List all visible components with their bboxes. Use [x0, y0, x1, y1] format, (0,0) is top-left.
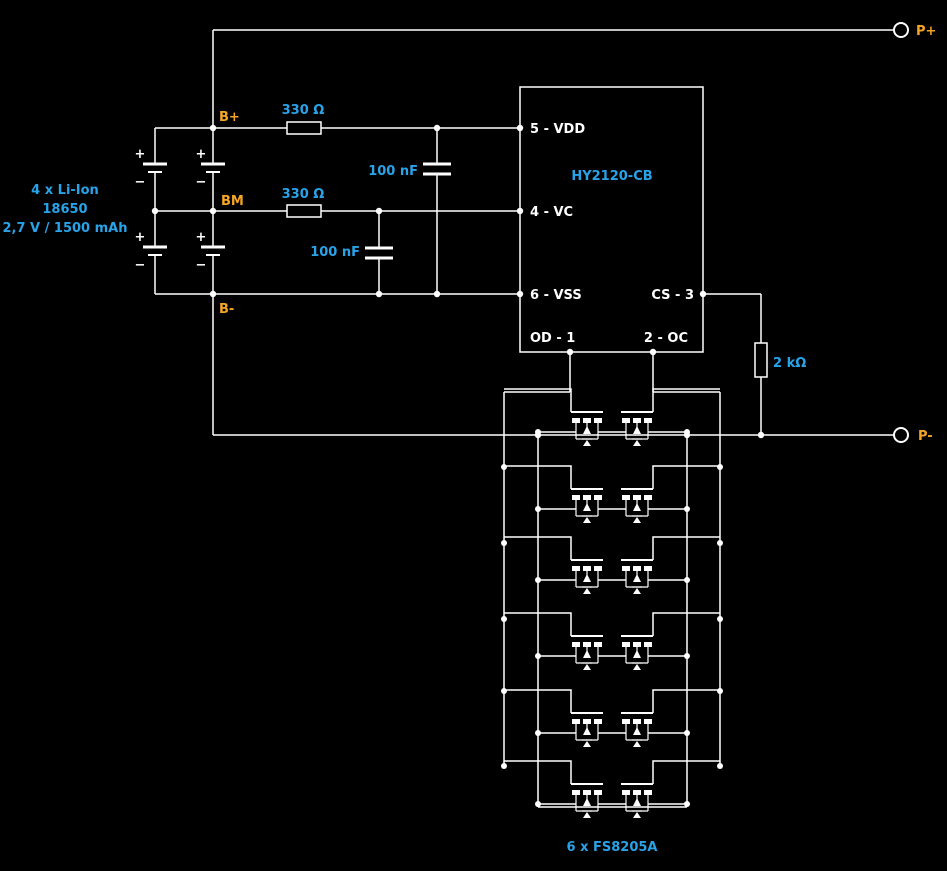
ic-pin-oc: 2 - OC	[644, 331, 688, 346]
junction-dot	[757, 431, 765, 439]
svg-text:−: −	[196, 258, 207, 273]
ic-pin-cs: CS - 3	[651, 288, 694, 303]
label-p-minus: P-	[918, 429, 933, 444]
junction-dot	[501, 540, 507, 546]
mosfet	[571, 488, 603, 523]
junction-dot	[516, 290, 524, 298]
terminal-p-plus	[893, 22, 909, 38]
junction-dots	[151, 124, 765, 807]
wires	[154, 29, 894, 807]
junction-dot	[717, 616, 723, 622]
battery-line-1: 4 x Li-Ion	[31, 183, 99, 198]
mosfet	[621, 488, 653, 523]
svg-text:+: +	[135, 147, 146, 162]
label-c2: 100 nF	[310, 245, 360, 260]
mosfet	[621, 559, 653, 594]
junction-dot	[717, 763, 723, 769]
junction-dot	[375, 207, 383, 215]
mosfet	[571, 559, 603, 594]
junction-dot	[717, 540, 723, 546]
ic-name: HY2120-CB	[571, 169, 652, 184]
mosfet	[621, 635, 653, 670]
junction-dot	[534, 431, 542, 439]
svg-text:−: −	[135, 258, 146, 273]
mosfet	[621, 712, 653, 747]
junction-dot	[516, 124, 524, 132]
mosfet	[621, 411, 653, 446]
junction-dot	[209, 207, 217, 215]
junction-dot	[375, 290, 383, 298]
battery-cell: + −	[196, 147, 225, 190]
junction-dot	[516, 207, 524, 215]
resistor-r2	[286, 204, 322, 218]
junction-dot	[535, 577, 541, 583]
battery-cells: + − + − + − + −	[135, 147, 225, 273]
junction-dot	[501, 464, 507, 470]
label-c1: 100 nF	[368, 164, 418, 179]
junction-dot	[535, 506, 541, 512]
junction-dot	[535, 653, 541, 659]
label-r1: 330 Ω	[282, 103, 325, 118]
junction-dot	[151, 207, 159, 215]
mosfet	[571, 783, 603, 818]
ic-pin-vss: 6 - VSS	[530, 288, 582, 303]
terminal-p-minus	[893, 427, 909, 443]
battery-cell: + −	[135, 147, 167, 190]
label-b-plus: B+	[219, 110, 240, 125]
svg-text:+: +	[196, 230, 207, 245]
junction-dot	[209, 290, 217, 298]
junction-dot	[684, 577, 690, 583]
ic-pin-vdd: 5 - VDD	[530, 122, 585, 137]
battery-cell: + −	[135, 230, 167, 273]
svg-text:−: −	[135, 175, 146, 190]
junction-dot	[535, 801, 541, 807]
mosfet-array	[504, 388, 720, 818]
ic-body	[519, 86, 704, 353]
junction-dot	[535, 730, 541, 736]
svg-text:−: −	[196, 175, 207, 190]
capacitor-c2	[365, 246, 393, 260]
junction-dot	[684, 506, 690, 512]
junction-dot	[684, 801, 690, 807]
junction-dot	[717, 464, 723, 470]
junction-dot	[433, 124, 441, 132]
junction-dot	[699, 290, 707, 298]
mosfet	[571, 712, 603, 747]
junction-dot	[717, 688, 723, 694]
resistor-rcs	[754, 342, 768, 378]
junction-dot	[433, 290, 441, 298]
junction-dot	[209, 124, 217, 132]
junction-dot	[684, 730, 690, 736]
mosfet	[571, 635, 603, 670]
label-bm: BM	[221, 194, 244, 209]
junction-dot	[649, 348, 657, 356]
junction-dot	[501, 763, 507, 769]
junction-dot	[684, 653, 690, 659]
svg-text:+: +	[135, 230, 146, 245]
battery-line-2: 18650	[42, 202, 87, 217]
junction-dot	[566, 348, 574, 356]
label-b-minus: B-	[219, 302, 234, 317]
junction-dot	[683, 431, 691, 439]
svg-text:+: +	[196, 147, 207, 162]
junction-dot	[501, 616, 507, 622]
mosfet	[571, 411, 603, 446]
resistor-r1	[286, 121, 322, 135]
label-r2: 330 Ω	[282, 187, 325, 202]
mosfet	[621, 783, 653, 818]
mosfets-label: 6 x FS8205A	[567, 840, 658, 855]
ic-pin-vc: 4 - VC	[530, 205, 573, 220]
label-rcs: 2 kΩ	[773, 356, 806, 371]
junction-dot	[501, 688, 507, 694]
capacitor-c1	[423, 162, 451, 176]
battery-line-3: 2,7 V / 1500 mAh	[3, 221, 128, 236]
ic-pin-od: OD - 1	[530, 331, 575, 346]
label-p-plus: P+	[916, 24, 936, 39]
battery-cell: + −	[196, 230, 225, 273]
